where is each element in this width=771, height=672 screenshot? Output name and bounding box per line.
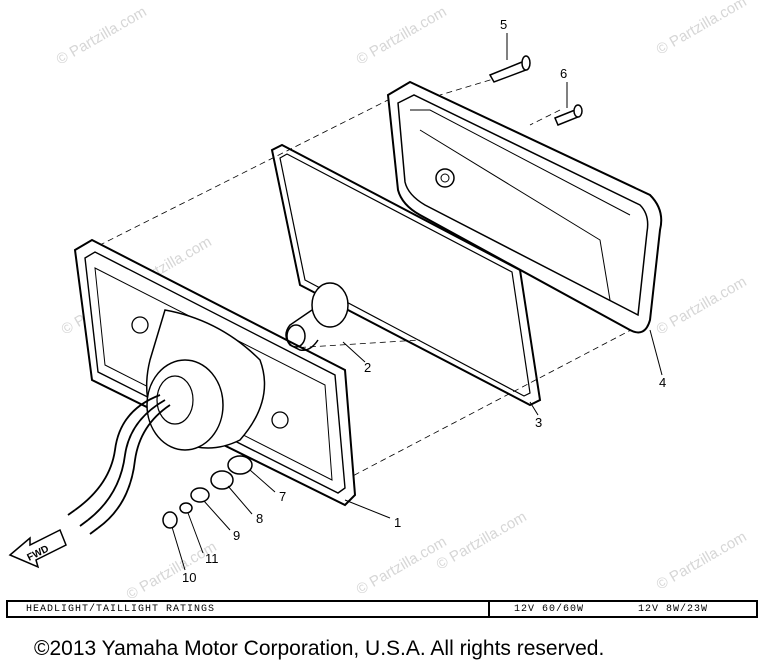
- watermark: © Partzilla.com: [654, 273, 750, 338]
- exploded-parts-diagram: © Partzilla.com © Partzilla.com © Partzi…: [8, 0, 750, 600]
- callout-8: 8: [256, 511, 263, 526]
- callout-2: 2: [364, 360, 371, 375]
- taillight-rating: 12V 8W/23W: [638, 603, 709, 615]
- wire-harness: [67, 394, 171, 535]
- bulb: [285, 282, 349, 352]
- watermark: © Partzilla.com: [354, 3, 450, 68]
- leader-lines: [171, 33, 663, 571]
- screw-6: [554, 104, 583, 126]
- callout-1: 1: [394, 515, 401, 530]
- callout-11: 11: [205, 551, 219, 566]
- callout-5: 5: [500, 17, 507, 32]
- hardware-stack: [162, 455, 253, 529]
- callouts: 1 2 3 4 5 6 7 8 9 11 10: [182, 17, 666, 585]
- washer-9: [190, 487, 210, 503]
- tail-lens-housing: [386, 80, 663, 334]
- grommet-7: [227, 455, 253, 475]
- callout-9: 9: [233, 528, 240, 543]
- spring-washer-11: [179, 502, 193, 514]
- watermark: © Partzilla.com: [124, 538, 220, 600]
- ratings-label: HEADLIGHT/TAILLIGHT RATINGS: [26, 603, 216, 615]
- callout-3: 3: [535, 415, 542, 430]
- watermark: © Partzilla.com: [54, 3, 150, 68]
- watermark: © Partzilla.com: [654, 0, 750, 58]
- headlight-rim: [73, 238, 357, 507]
- ratings-divider: [488, 600, 490, 618]
- ratings-table: HEADLIGHT/TAILLIGHT RATINGS 12V 60/60W 1…: [6, 600, 758, 618]
- forward-arrow: FWD: [8, 528, 67, 569]
- gasket: [270, 143, 542, 407]
- callout-6: 6: [560, 66, 567, 81]
- assembly-lines: [89, 76, 651, 481]
- watermark: © Partzilla.com: [434, 508, 530, 573]
- watermark: © Partzilla.com: [654, 528, 750, 593]
- callout-4: 4: [659, 375, 666, 390]
- nut-10: [162, 511, 178, 529]
- nut-8: [210, 470, 234, 490]
- callout-7: 7: [279, 489, 286, 504]
- screw-5: [488, 55, 531, 83]
- watermark: © Partzilla.com: [354, 533, 450, 598]
- copyright-notice: ©2013 Yamaha Motor Corporation, U.S.A. A…: [34, 637, 605, 660]
- callout-10: 10: [182, 570, 196, 585]
- headlight-rating: 12V 60/60W: [514, 603, 585, 615]
